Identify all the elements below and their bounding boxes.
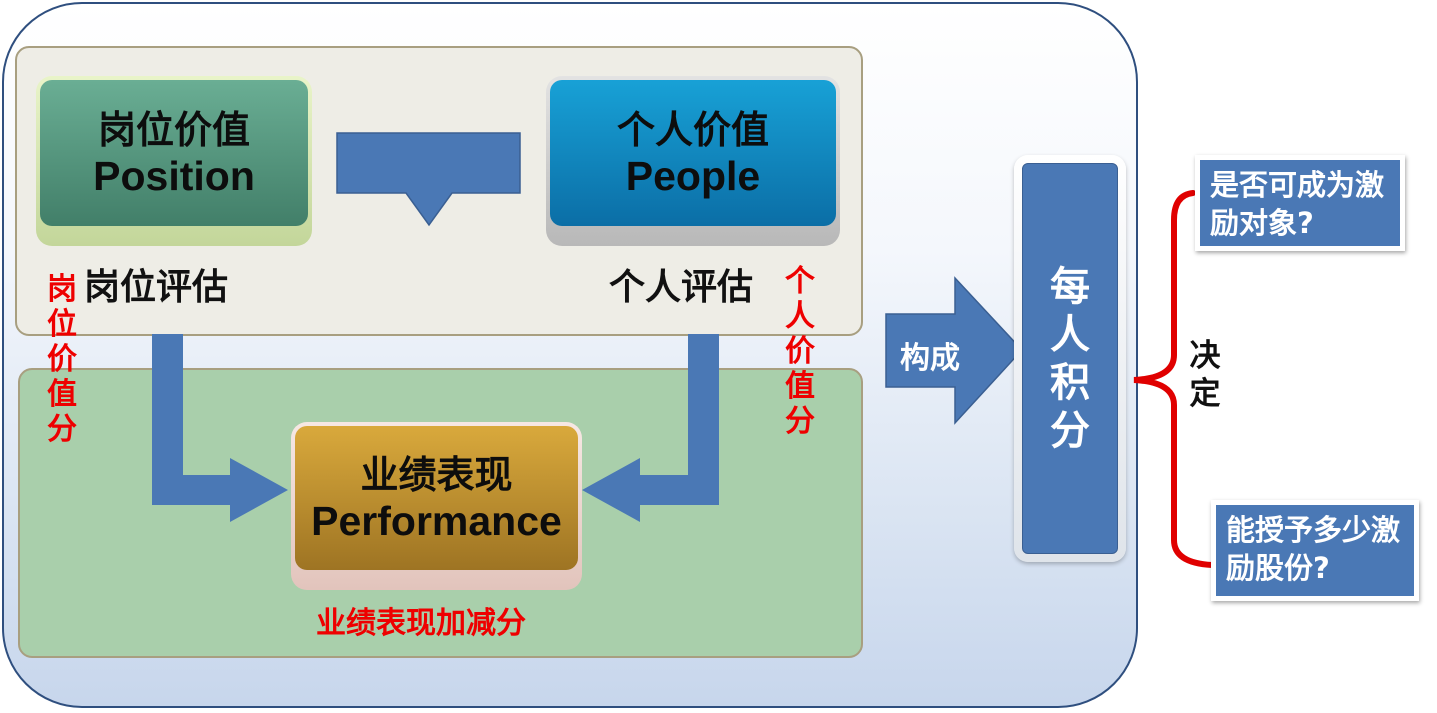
people-score-label: 个人价值分 bbox=[785, 264, 815, 439]
performance-subtitle: Performance bbox=[311, 498, 562, 544]
people-value-subtitle: People bbox=[625, 153, 761, 199]
position-value-title: 岗位价值 bbox=[97, 108, 250, 152]
people-to-performance-arrow bbox=[582, 334, 719, 522]
eligibility-question-text: 是否可成为激励对象? bbox=[1200, 160, 1400, 246]
people-value-title: 个人价值 bbox=[616, 108, 769, 152]
position-value-subtitle: Position bbox=[93, 153, 255, 199]
position-value-box: 岗位价值 Position bbox=[36, 76, 312, 246]
share-quantity-question-text: 能授予多少激励股份? bbox=[1216, 505, 1414, 596]
compose-arrow bbox=[885, 276, 1024, 425]
performance-box: 业绩表现 Performance bbox=[291, 422, 582, 590]
position-to-performance-arrow bbox=[152, 334, 288, 522]
eligibility-question-box: 是否可成为激励对象? bbox=[1195, 155, 1405, 251]
performance-score-label: 业绩表现加减分 bbox=[316, 606, 526, 641]
transfer-arrow bbox=[336, 132, 521, 227]
decide-label: 决定 bbox=[1189, 338, 1221, 412]
people-evaluation-label: 个人评估 bbox=[609, 267, 754, 308]
compose-label: 构成 bbox=[900, 341, 960, 376]
decide-brace bbox=[1133, 190, 1215, 568]
position-evaluation-label: 岗位评估 bbox=[84, 267, 229, 308]
share-quantity-question-box: 能授予多少激励股份? bbox=[1211, 500, 1419, 601]
people-value-box: 个人价值 People bbox=[546, 76, 840, 246]
per-capita-score-box: 每人积分 bbox=[1014, 155, 1126, 562]
per-capita-score-text: 每人积分 bbox=[1050, 263, 1090, 454]
performance-title: 业绩表现 bbox=[360, 453, 513, 497]
position-score-label: 岗位价值分 bbox=[47, 272, 77, 447]
